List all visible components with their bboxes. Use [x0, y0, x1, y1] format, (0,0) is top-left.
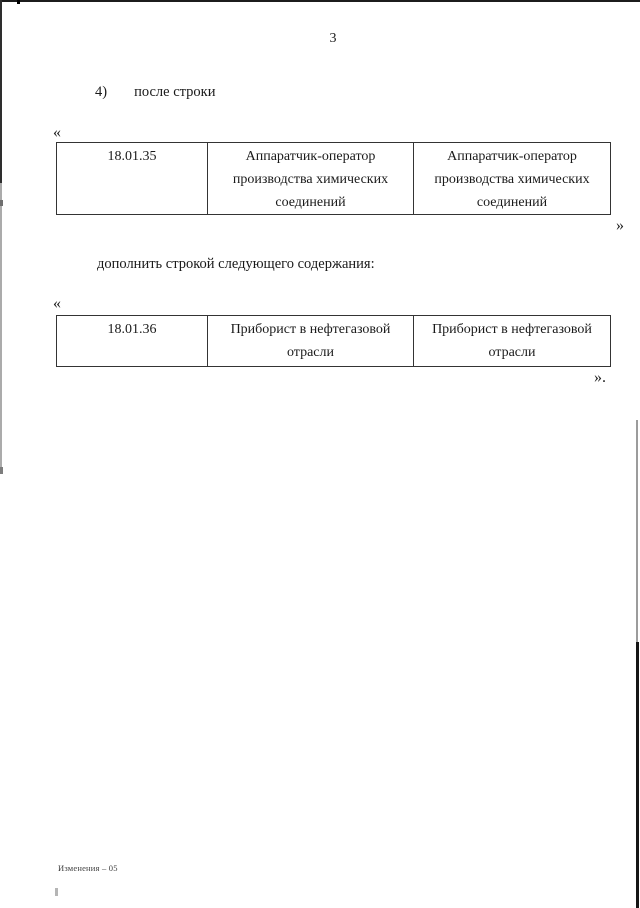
scan-artifact-top-line	[0, 0, 640, 2]
closing-quote-2: ».	[594, 369, 606, 386]
clause-label: 4)	[95, 84, 108, 100]
cell-old-name: Аппаратчик-оператор производства химичес…	[207, 142, 414, 215]
cell-code: 18.01.36	[56, 315, 208, 367]
table-row: 18.01.35 Аппаратчик-оператор производств…	[56, 142, 611, 215]
clause-line: 4) после строки	[95, 84, 215, 101]
scan-artifact-left-line-light	[0, 183, 2, 473]
cell-code: 18.01.35	[56, 142, 208, 215]
opening-quote-2: «	[53, 295, 61, 312]
scan-artifact-smudge	[55, 888, 58, 896]
scan-artifact-top-tick	[17, 0, 20, 4]
opening-quote-1: «	[53, 124, 61, 141]
cell-new-name: Аппаратчик-оператор производства химичес…	[413, 142, 611, 215]
scan-artifact-left-line-dark	[0, 0, 2, 183]
page-number: 3	[329, 31, 337, 46]
footer-note: Изменения – 05	[58, 863, 118, 873]
table-added-row: 18.01.36 Приборист в нефтегазовой отрасл…	[56, 315, 611, 367]
cell-old-name: Приборист в нефтегазовой отрасли	[207, 315, 414, 367]
amendment-text: дополнить строкой следующего содержания:	[97, 256, 375, 272]
scan-artifact-left-tick-1	[0, 200, 3, 206]
closing-quote-1: »	[616, 217, 624, 234]
scan-artifact-right-line-light	[636, 420, 638, 642]
scan-artifact-right-line-dark	[636, 642, 639, 908]
cell-new-name: Приборист в нефтегазовой отрасли	[413, 315, 611, 367]
scan-artifact-left-tick-2	[0, 467, 3, 474]
clause-text: после строки	[134, 84, 216, 100]
table-existing-row: 18.01.35 Аппаратчик-оператор производств…	[56, 142, 611, 215]
table-row: 18.01.36 Приборист в нефтегазовой отрасл…	[56, 315, 611, 367]
